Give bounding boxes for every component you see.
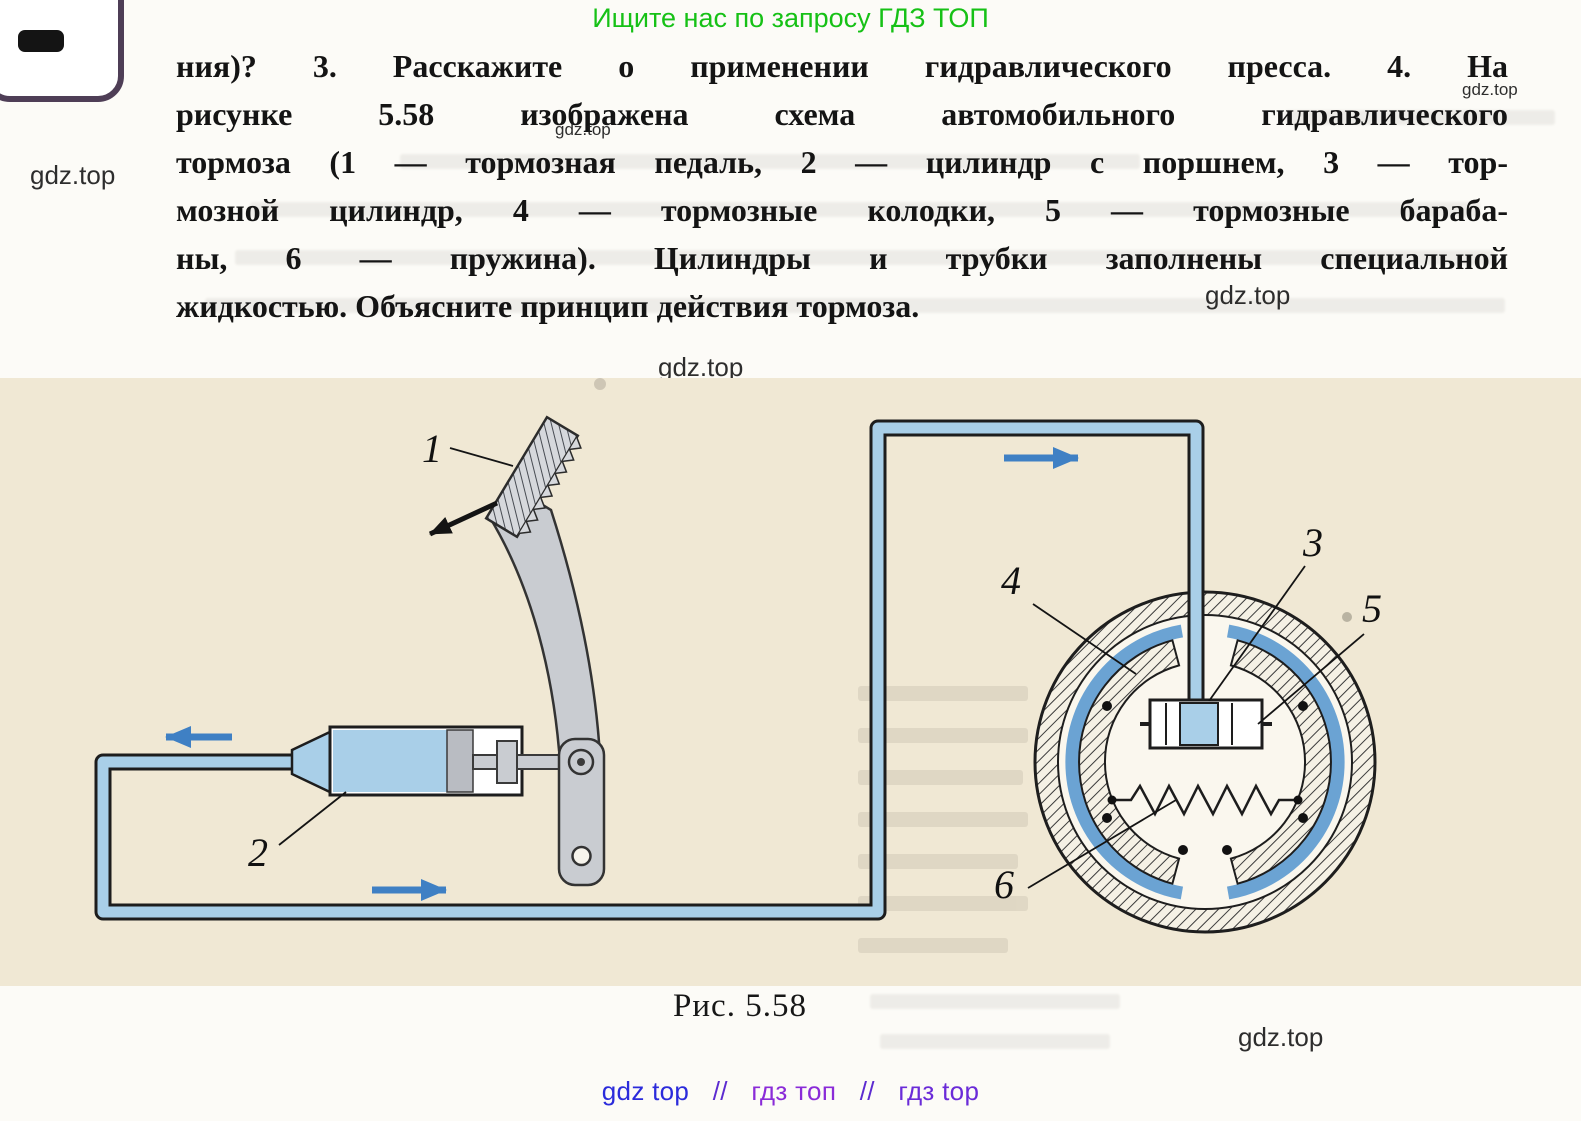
footer-link-1: gdz top	[601, 1076, 690, 1106]
label-4: 4	[1001, 558, 1021, 603]
rod-collar	[496, 740, 518, 784]
watermark: gdz.top	[30, 160, 116, 190]
footer-separator: //	[712, 1076, 728, 1106]
label-1: 1	[422, 426, 442, 471]
corner-icon-tab	[18, 30, 64, 52]
brake-drum-assembly	[1033, 590, 1377, 934]
return-spring	[1114, 783, 1296, 817]
drum-band-left	[1065, 624, 1184, 900]
bleedthrough-smudge	[235, 250, 1495, 265]
bleedthrough-smudge	[880, 1034, 1110, 1049]
cylinder-fluid	[333, 730, 447, 792]
bleedthrough-smudge	[400, 154, 1140, 169]
label-5: 5	[1362, 586, 1382, 631]
spring-anchor	[1293, 795, 1303, 805]
paragraph-line: мозной цилиндр, 4 — тормозные колодки, 5…	[176, 192, 1508, 228]
footer-link-3: гдз top	[898, 1076, 980, 1106]
watermark: gdz.top	[1462, 80, 1518, 99]
drum-band-right	[1226, 624, 1345, 900]
bleedthrough-smudges	[858, 686, 1028, 953]
brake-shoe-right	[1229, 639, 1332, 885]
wheel-brake-cylinder	[1140, 698, 1272, 750]
watermark: gdz.top	[1238, 1022, 1324, 1052]
link-hole	[571, 845, 592, 867]
pedal-pad	[484, 415, 582, 539]
label-3: 3	[1302, 520, 1323, 565]
question-paragraph: ния)? 3. Расскажите о применении гидравл…	[176, 42, 1508, 330]
pedal-link	[557, 737, 606, 887]
label-2: 2	[248, 830, 268, 875]
footer-links: gdz top // гдз топ // гдз top	[0, 1076, 1581, 1107]
piston	[446, 729, 474, 793]
spring-anchor	[1107, 795, 1117, 805]
master-cylinder	[290, 725, 576, 797]
figure-labels: 1 2 3 4 5 6	[248, 426, 1382, 907]
footer-separator: //	[859, 1076, 875, 1106]
label-6: 6	[994, 862, 1014, 907]
bleedthrough-smudge	[205, 298, 1505, 313]
corner-icon	[0, 0, 124, 102]
paragraph-line: тормоза (1 — тормозная педаль, 2 — цилин…	[176, 144, 1508, 180]
watermark: gdz.top	[555, 120, 611, 139]
pivot-joint-center	[577, 758, 585, 766]
brake-diagram: 1 2 3 4 5 6	[0, 378, 1581, 986]
paragraph-line: жидкостью. Объясните принцип действия то…	[176, 288, 920, 324]
paragraph-line: ния)? 3. Расскажите о применении гидравл…	[176, 48, 1508, 84]
brake-shoe-left	[1078, 639, 1181, 885]
brake-pedal	[428, 415, 606, 887]
paper-speck	[1342, 612, 1352, 622]
hydraulic-pipes	[94, 419, 1205, 921]
paragraph-line: ны, 6 — пружина). Цилиндры и трубки запо…	[176, 240, 1508, 276]
paragraph-line: рисунке 5.58 изображена схема автомобиль…	[176, 96, 1508, 132]
watermark: gdz.top	[658, 352, 744, 382]
figure-caption: Рис. 5.58	[673, 988, 807, 1024]
watermark: gdz.top	[1205, 280, 1291, 310]
paper-speck	[594, 378, 606, 390]
promo-banner: Ищите нас по запросу ГДЗ ТОП	[592, 3, 989, 33]
bleedthrough-smudge	[250, 202, 1480, 217]
shoe-rivets	[1102, 701, 1308, 855]
bleedthrough-smudge	[1285, 110, 1555, 125]
bleedthrough-smudge	[870, 994, 1120, 1009]
flow-arrows	[165, 447, 1079, 901]
footer-link-2: гдз топ	[751, 1076, 837, 1106]
press-arrow	[428, 500, 499, 537]
